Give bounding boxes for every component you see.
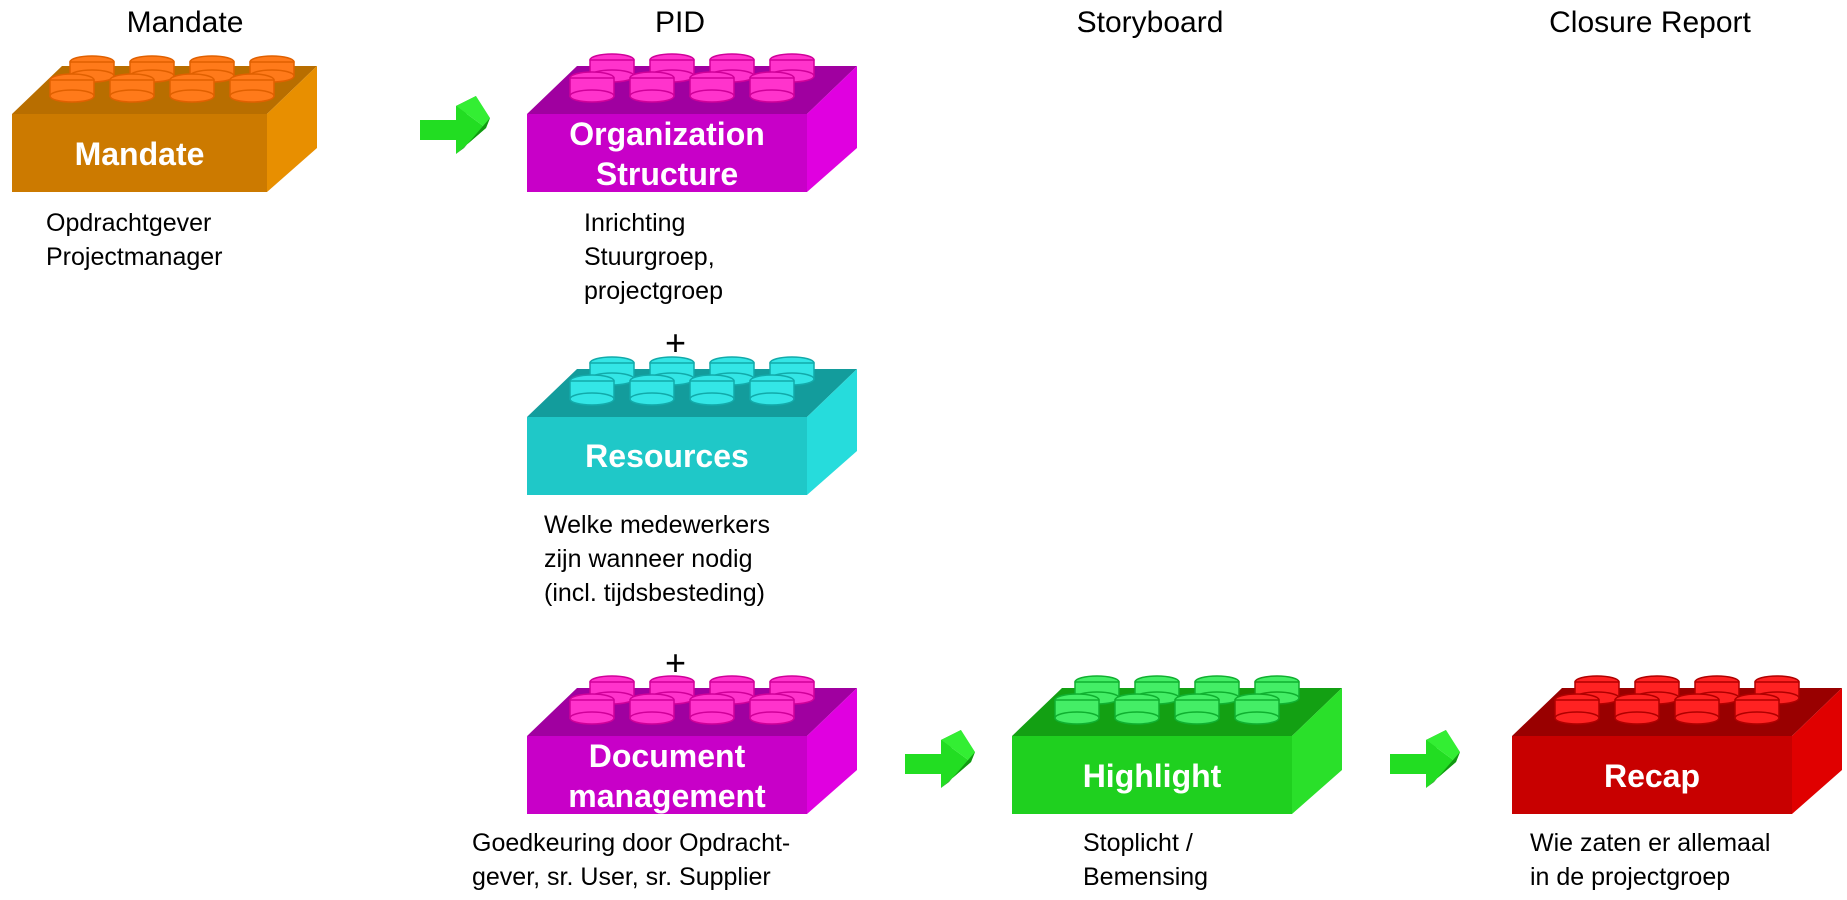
lego-block-organization-structure: Organization Structure (527, 52, 857, 192)
block-label-highlight: Highlight (1082, 758, 1222, 794)
caption-recap: Wie zaten er allemaal in de projectgroep (1530, 829, 1771, 891)
lego-block-resources: Resources (527, 355, 857, 495)
caption-organization-structure: Inrichting Stuurgroep, projectgroep (584, 209, 723, 305)
lego-brick-graphic (12, 55, 317, 192)
block-label-document-management: Document management (568, 738, 766, 814)
lego-brick-graphic (1512, 675, 1842, 814)
lego-brick-graphic (1012, 675, 1342, 814)
lego-brick-graphic (527, 675, 857, 814)
column-header-mandate: Mandate (126, 6, 244, 39)
caption-document-management: Goedkeuring door Opdracht- gever, sr. Us… (472, 829, 791, 891)
lego-brick-graphic (527, 356, 857, 495)
caption-highlight: Stoplicht / Bemensing (1083, 829, 1209, 891)
block-label-mandate: Mandate (74, 136, 205, 172)
block-label-recap: Recap (1603, 758, 1701, 794)
plus-sign: + (665, 322, 687, 363)
caption-resources: Welke medewerkers zijn wanneer nodig (in… (544, 511, 771, 607)
column-header-closure-report: Closure Report (1549, 6, 1751, 39)
lego-block-highlight: Highlight (1012, 674, 1342, 814)
column-header-pid: PID (654, 6, 705, 39)
lego-block-document-management: Document management (527, 674, 857, 814)
arrow-right-icon (1390, 730, 1460, 799)
caption-mandate: Opdrachtgever Projectmanager (46, 209, 223, 271)
arrow-right-icon (420, 96, 490, 165)
block-label-organization-structure: Organization Structure (569, 116, 765, 192)
lego-brick-graphic (527, 53, 857, 192)
column-header-storyboard: Storyboard (1076, 6, 1224, 39)
plus-sign: + (665, 642, 687, 683)
arrow-right-icon (905, 730, 975, 799)
lego-block-recap: Recap (1512, 674, 1842, 814)
block-label-resources: Resources (585, 438, 749, 474)
lego-block-mandate: Mandate (12, 52, 342, 192)
